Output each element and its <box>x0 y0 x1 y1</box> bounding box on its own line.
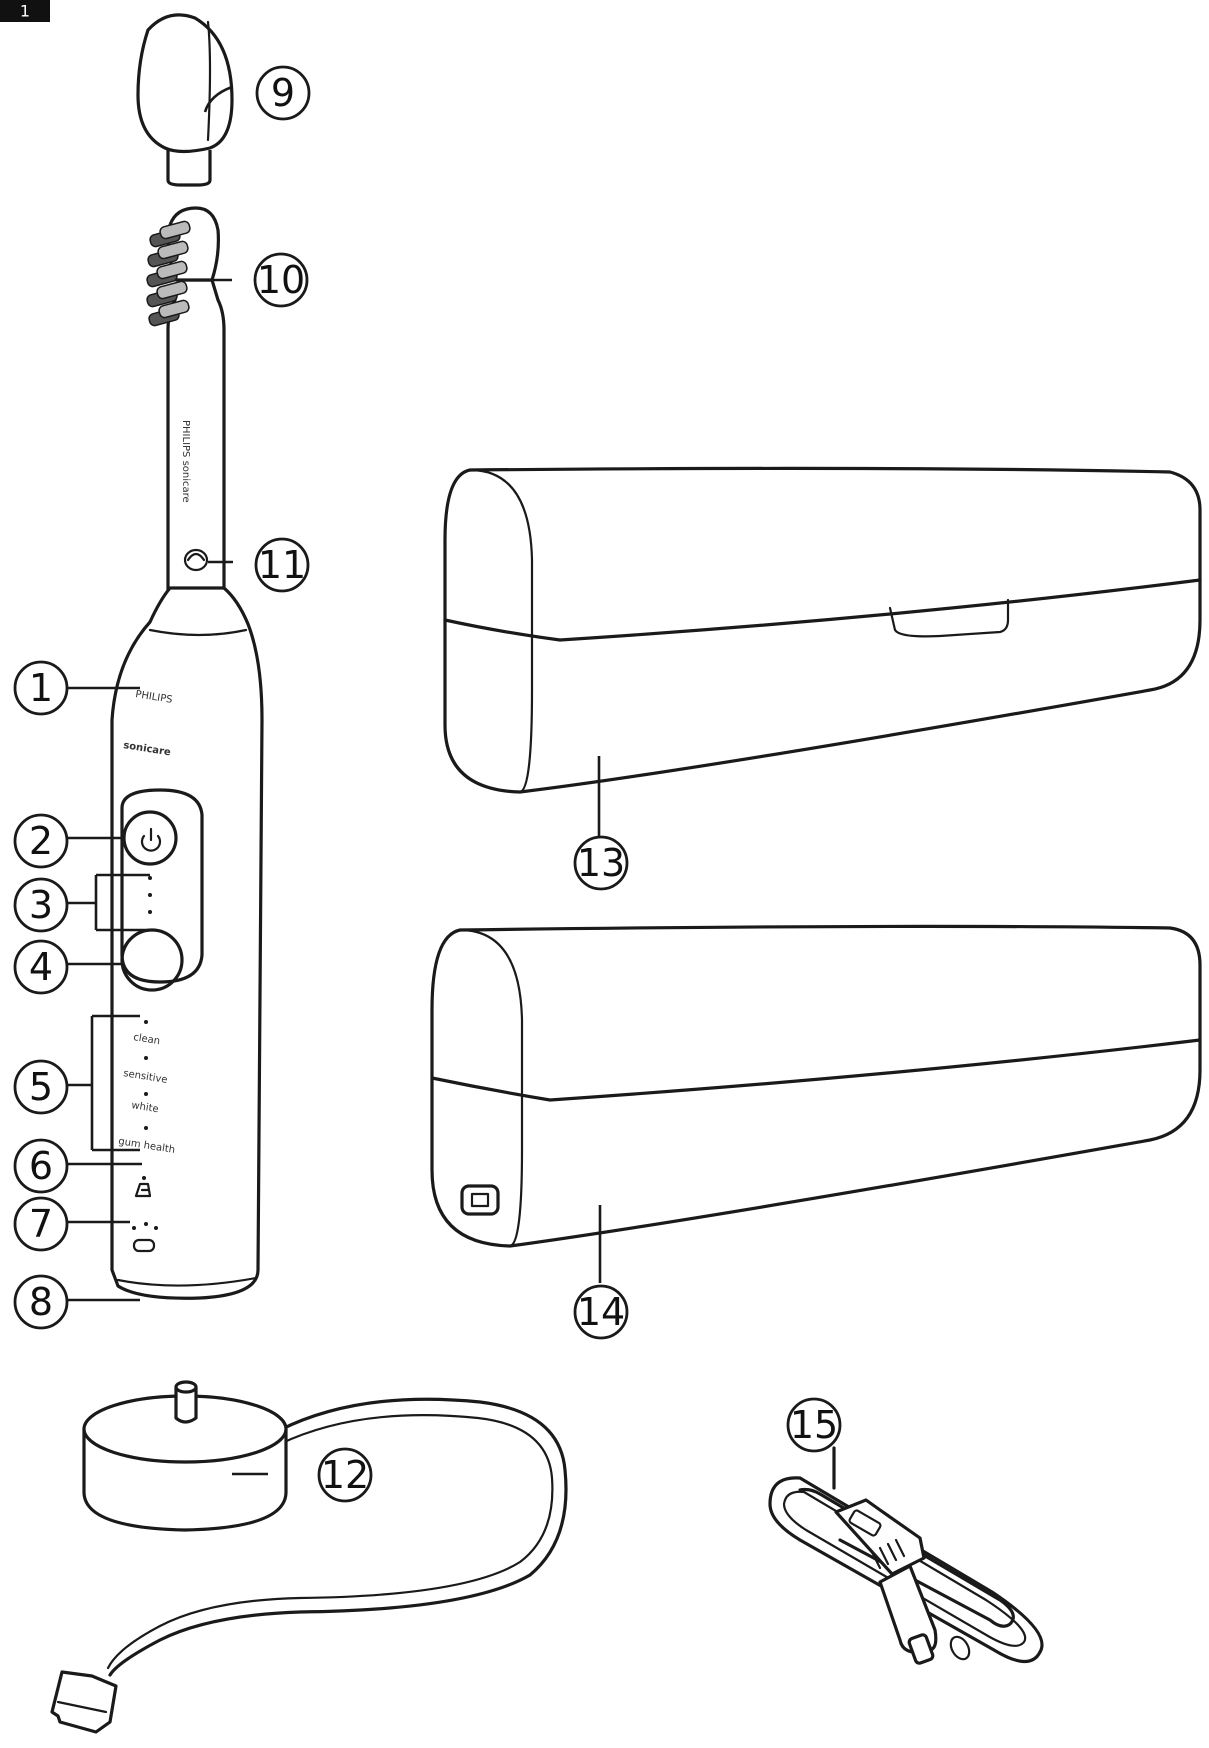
callout-14-label: 14 <box>577 1290 625 1334</box>
callout-2-label: 2 <box>29 819 53 863</box>
brush-head: PHILIPS sonicare <box>146 206 226 602</box>
callout-7-label: 7 <box>29 1202 53 1246</box>
callout-9-label: 9 <box>271 71 295 115</box>
callout-15-label: 15 <box>790 1403 838 1447</box>
callout-8: 8 <box>13 1274 69 1330</box>
callout-3-label: 3 <box>29 883 53 927</box>
power-icon <box>140 827 162 852</box>
leader-lines <box>64 85 602 1476</box>
stem-brand-text: PHILIPS sonicare <box>180 420 191 503</box>
callout-12-label: 12 <box>321 1453 369 1497</box>
callout-8-label: 8 <box>29 1280 53 1324</box>
charging-travel-case <box>430 924 1202 1248</box>
intensity-indicator-dots <box>148 876 152 914</box>
callout-12: 12 <box>317 1447 373 1503</box>
brush-head-replacement-icon <box>134 1176 152 1198</box>
usb-port-icon <box>460 1184 500 1216</box>
callout-13: 13 <box>573 835 629 891</box>
mode-label-0: clean <box>133 1032 161 1047</box>
callout-4-label: 4 <box>29 945 53 989</box>
mode-label-2: white <box>131 1100 160 1115</box>
callout-14: 14 <box>573 1284 629 1340</box>
usb-cable <box>768 1446 1044 1665</box>
callout-9: 9 <box>255 65 311 121</box>
callout-1-label: 1 <box>29 666 53 710</box>
charger <box>50 1380 568 1734</box>
callout-3: 3 <box>13 877 69 933</box>
callout-11-label: 11 <box>258 543 306 587</box>
callout-10: 10 <box>253 252 309 308</box>
protective-cap <box>136 13 234 187</box>
callout-5-label: 5 <box>29 1065 53 1109</box>
callout-13-label: 13 <box>577 841 625 885</box>
callout-4: 4 <box>13 939 69 995</box>
bristles <box>146 220 191 327</box>
callout-7: 7 <box>13 1196 69 1252</box>
callout-11: 11 <box>254 537 310 593</box>
callout-15: 15 <box>786 1397 842 1453</box>
toothbrush-handle: PHILIPS sonicare clean sensitive white <box>110 586 264 1300</box>
battery-indicator-icon <box>132 1222 158 1253</box>
callout-2: 2 <box>13 813 69 869</box>
cable-grip-ridges <box>870 1538 906 1570</box>
control-panel <box>120 788 204 992</box>
figure-tag-text: 1 <box>20 2 30 21</box>
figure-tag: 1 <box>0 0 50 22</box>
travel-case <box>443 466 1202 794</box>
callout-6: 6 <box>13 1138 69 1194</box>
callout-6-label: 6 <box>29 1144 53 1188</box>
callout-5: 5 <box>13 1059 69 1115</box>
callout-1: 1 <box>13 660 69 716</box>
callout-10-label: 10 <box>257 258 305 302</box>
